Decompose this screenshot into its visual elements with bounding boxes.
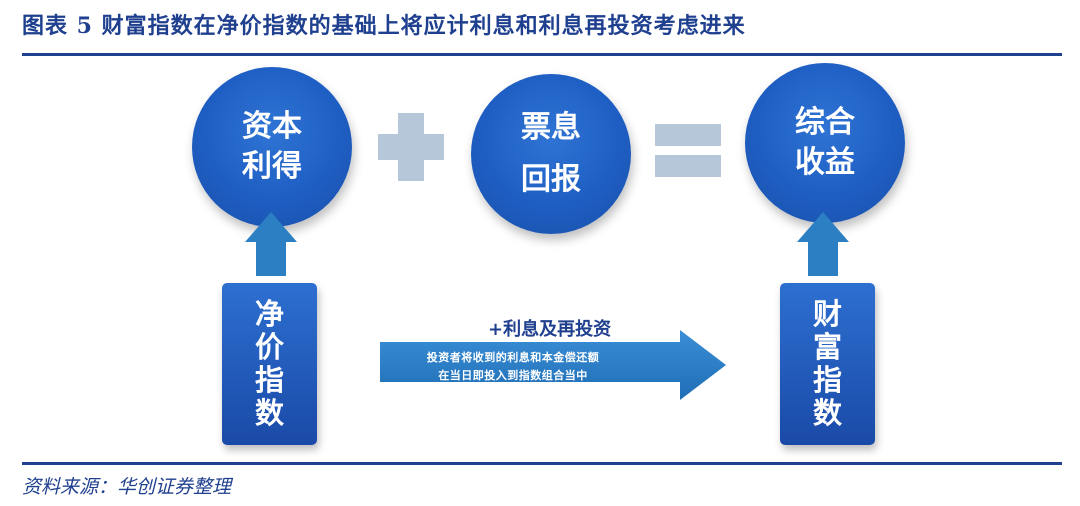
capital-gain-line-2: 利得 [242, 149, 302, 184]
coupon-return-line-1: 票息 [521, 110, 581, 145]
net-price-index-box: 净 价 指 数 [222, 283, 317, 445]
source-rule [22, 462, 1062, 465]
wealth-char-1: 财 [812, 297, 842, 331]
equals-sign-bottom [655, 155, 721, 177]
wealth-char-2: 富 [812, 330, 842, 364]
up-arrow-right-head [797, 212, 849, 242]
up-arrow-left-shaft [256, 242, 286, 276]
title-rule [22, 53, 1062, 56]
plus-sign-vertical [398, 113, 424, 181]
coupon-return-line-2: 回报 [521, 162, 581, 197]
figure-title: 图表 5 财富指数在净价指数的基础上将应计利息和利息再投资考虑进来 [22, 13, 746, 39]
net-price-char-3: 指 [254, 363, 284, 397]
total-return-circle: 综合 收益 [745, 63, 905, 223]
reinvestment-desc-line-2: 在当日即投入到指数组合当中 [438, 369, 588, 382]
source-note: 资料来源：华创证券整理 [22, 476, 232, 498]
capital-gain-circle: 资本 利得 [192, 67, 352, 227]
reinvestment-label: +利息及再投资 [488, 319, 612, 340]
equals-sign-top [655, 124, 721, 146]
capital-gain-line-1: 资本 [242, 109, 302, 144]
total-return-line-2: 收益 [795, 145, 855, 180]
up-arrow-left-head [245, 212, 297, 242]
net-price-char-4: 数 [254, 396, 284, 430]
wealth-char-3: 指 [812, 363, 842, 397]
wealth-index-box: 财 富 指 数 [780, 283, 875, 445]
total-return-line-1: 综合 [795, 105, 855, 140]
wealth-char-4: 数 [812, 396, 842, 430]
coupon-return-circle: 票息 回报 [471, 74, 631, 234]
up-arrow-right-shaft [808, 242, 838, 276]
net-price-char-1: 净 [254, 297, 284, 331]
reinvestment-desc-line-1: 投资者将收到的利息和本金偿还额 [426, 351, 600, 364]
right-arrow-icon [380, 330, 726, 400]
net-price-char-2: 价 [254, 330, 284, 364]
